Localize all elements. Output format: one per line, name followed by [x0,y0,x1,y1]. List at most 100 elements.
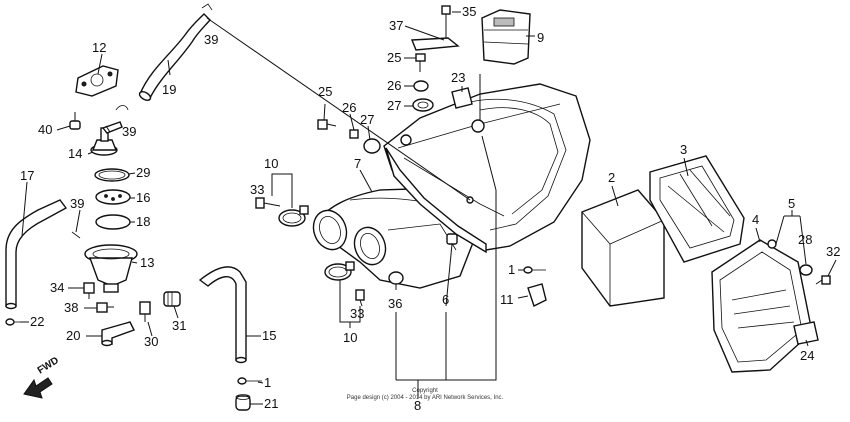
part-27-grommet-left [363,138,381,154]
part-23-label [451,87,473,109]
callout-10-lower: 10 [343,330,357,345]
callout-32: 32 [826,244,840,259]
part-36-grommet [388,271,404,290]
callout-18: 18 [136,214,150,229]
part-16-plate [95,189,131,205]
callout-39: 39 [204,32,218,47]
callout-29: 29 [136,165,150,180]
part-28-washer [799,264,813,276]
callout-16: 16 [136,190,150,205]
part-34-fitting [83,282,95,299]
callout-25: 25 [318,84,332,99]
callout-24: 24 [800,348,814,363]
part-19-breather-tube [138,13,211,101]
part-17-hose [5,199,68,310]
callout-36: 36 [388,296,402,311]
part-39-clips [71,3,213,239]
part-26-collar [413,80,429,92]
callout-27: 27 [360,112,374,127]
callout-34: 34 [50,280,64,295]
part-30-fitting [139,301,151,322]
callout-10: 10 [264,156,278,171]
callout-22: 22 [30,314,44,329]
callout-26: 26 [342,100,356,115]
part-25-screw-left [317,119,337,130]
part-33-screw-lower [355,289,365,307]
callout-2: 2 [608,170,615,185]
air-box-housing [383,83,591,254]
part-14-valve [90,121,123,156]
callout-33-lower: 33 [350,306,364,321]
callout-28: 28 [798,232,812,247]
callout-38: 38 [64,300,78,315]
callout-37: 37 [389,18,403,33]
part-35-screw [441,5,451,38]
fwd-arrow-icon [23,377,53,399]
callout-30: 30 [144,334,158,349]
part-1-clip-right [523,266,546,274]
part-25-screw [415,53,426,72]
callout-15: 15 [262,328,276,343]
callout-11: 11 [500,292,514,307]
part-6-stud [446,233,458,245]
part-32-screw [815,275,831,285]
callout-31: 31 [172,318,186,333]
callout-33: 33 [250,182,264,197]
callout-20: 20 [66,328,80,343]
leader-lines [20,11,837,405]
part-4-cover [711,239,813,373]
part-11-drain [527,283,547,307]
callout-23: 23 [451,70,465,85]
part-13-housing [84,244,138,293]
callout-21: 21 [264,396,278,411]
callout-14: 14 [68,146,82,161]
callout-35: 35 [462,4,476,19]
part-15-hose [198,266,247,364]
copyright-line-1: Copyright [412,388,438,394]
copyright-line-2: Page design (c) 2004 - 2014 by ARI Netwo… [347,395,504,401]
part-1-clip [237,377,262,385]
callout-39-low: 39 [70,196,84,211]
callout-39-mid: 39 [122,124,136,139]
part-37-bracket [410,37,460,51]
callout-1: 1 [264,375,271,390]
callout-27-right: 27 [387,98,401,113]
callout-5: 5 [788,196,795,211]
callout-40: 40 [38,122,52,137]
part-21-cap [235,394,251,411]
part-40-bolt [69,112,81,130]
part-9-breather [481,9,531,65]
callout-7: 7 [354,156,361,171]
part-22-clip [5,318,20,326]
callout-8: 8 [414,398,421,413]
part-18-diaphragm [95,214,131,230]
callout-1-right: 1 [508,262,515,277]
part-12-bracket [75,65,119,97]
part-24-label [793,321,819,345]
callout-6: 6 [442,292,449,307]
part-10-clamp [278,205,309,227]
callout-9: 9 [537,30,544,45]
callout-labels: 35 37 9 39 12 19 25 26 27 23 25 26 27 40… [20,4,840,413]
part-20-elbow [101,321,135,347]
part-27-grommet [412,98,434,112]
part-33-screw [255,197,281,209]
part-29-o-ring [94,168,130,182]
callout-4: 4 [752,212,759,227]
part-2-filter-element [581,189,665,307]
fwd-label: FWD [36,355,61,376]
part-31-cap [163,291,181,307]
callout-25-right: 25 [387,50,401,65]
part-38-bolt [96,302,114,313]
callout-3: 3 [680,142,687,157]
callout-17: 17 [20,168,34,183]
callout-19: 19 [162,82,176,97]
callout-12: 12 [92,40,106,55]
callout-13: 13 [140,255,154,270]
part-10-clamp-lower [324,261,355,281]
callout-26-right: 26 [387,78,401,93]
part-26-collar-left [349,129,359,139]
part-3-filter-frame [649,155,745,263]
